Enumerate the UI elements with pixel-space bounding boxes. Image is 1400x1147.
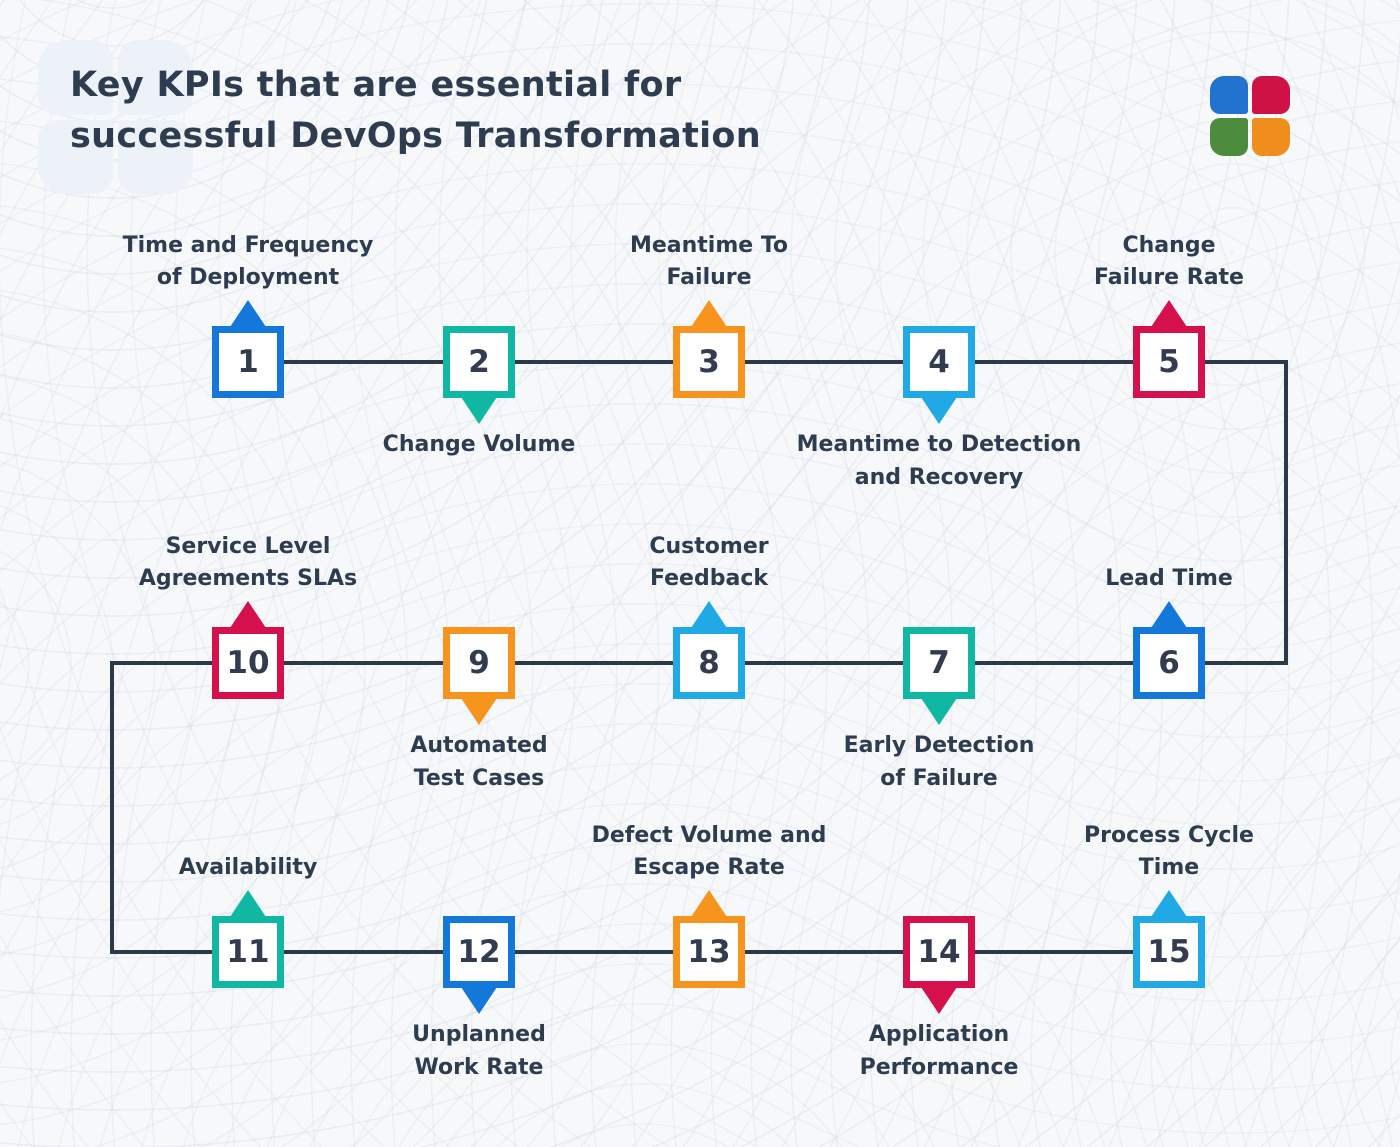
logo-orange-tile-icon <box>1252 118 1290 156</box>
node-label: Change Volume <box>382 432 576 457</box>
node-number: 8 <box>698 644 720 681</box>
logo-red-tile-icon <box>1252 76 1290 114</box>
kpi-node-15: 15 Process Cycle Time <box>1084 823 1254 988</box>
kpi-node-3: 3 Meantime To Failure <box>630 233 788 398</box>
node-label: Meantime to Detection and Recovery <box>796 432 1082 490</box>
kpi-node-1: 1 Time and Frequency of Deployment <box>123 233 373 398</box>
node-label: Unplanned Work Rate <box>412 1022 546 1080</box>
connector-row3 <box>110 950 1171 954</box>
node-number: 6 <box>1158 644 1180 681</box>
connector-row1 <box>248 360 1288 364</box>
logo-green-tile-icon <box>1210 118 1248 156</box>
node-number: 13 <box>687 933 731 970</box>
kpi-node-5: 5 Change Failure Rate <box>1094 233 1244 398</box>
node-label: Defect Volume and Escape Rate <box>591 822 827 881</box>
node-number: 5 <box>1158 343 1180 380</box>
node-label: Early Detection of Failure <box>843 733 1035 791</box>
node-number: 3 <box>698 343 720 380</box>
node-number: 11 <box>226 933 270 970</box>
node-number: 10 <box>226 644 270 681</box>
node-label: Service Level Agreements SLAs <box>138 533 358 592</box>
node-label: Availability <box>178 855 318 881</box>
kpi-node-8: 8 Customer Feedback <box>649 534 769 699</box>
node-label: Meantime To Failure <box>629 232 789 291</box>
kpi-node-4: 4 Meantime to Detection and Recovery <box>797 326 1081 490</box>
logo-blue-tile-icon <box>1210 76 1248 114</box>
node-label: Customer Feedback <box>649 533 769 592</box>
node-label: Lead Time <box>1105 566 1233 592</box>
node-label: Process Cycle Time <box>1084 822 1254 881</box>
node-number: 1 <box>237 343 259 380</box>
node-number: 14 <box>917 933 961 970</box>
kpi-node-12: 12 Unplanned Work Rate <box>412 916 546 1080</box>
node-number: 4 <box>928 343 950 380</box>
connector-right-vertical <box>1284 360 1288 665</box>
connector-left-vertical <box>110 661 114 954</box>
node-label: Automated Test Cases <box>410 733 548 791</box>
watermark-tile-icon <box>38 40 113 115</box>
kpi-node-13: 13 Defect Volume and Escape Rate <box>592 823 826 988</box>
node-number: 2 <box>468 343 490 380</box>
watermark-tile-icon <box>118 40 193 115</box>
watermark-tile-icon <box>118 120 193 194</box>
kpi-node-2: 2 Change Volume <box>383 326 575 457</box>
node-label: Application Performance <box>859 1022 1019 1080</box>
node-label: Time and Frequency of Deployment <box>122 232 374 291</box>
page-title: Key KPIs that are essential for successf… <box>70 65 761 156</box>
logo-watermark <box>38 40 195 194</box>
node-number: 12 <box>457 933 501 970</box>
watermark-tile-icon <box>38 120 113 194</box>
kpi-node-9: 9 Automated Test Cases <box>410 627 548 791</box>
kpi-node-10: 10 Service Level Agreements SLAs <box>139 534 357 699</box>
kpi-node-11: 11 Availability <box>179 855 317 988</box>
node-number: 7 <box>928 644 950 681</box>
node-number: 9 <box>468 644 490 681</box>
kpi-node-7: 7 Early Detection of Failure <box>844 627 1034 791</box>
kpi-node-14: 14 Application Performance <box>860 916 1018 1080</box>
kpi-node-6: 6 Lead Time <box>1105 566 1233 699</box>
brand-logo-icon <box>1210 76 1290 156</box>
node-number: 15 <box>1147 933 1191 970</box>
node-label: Change Failure Rate <box>1094 232 1244 291</box>
